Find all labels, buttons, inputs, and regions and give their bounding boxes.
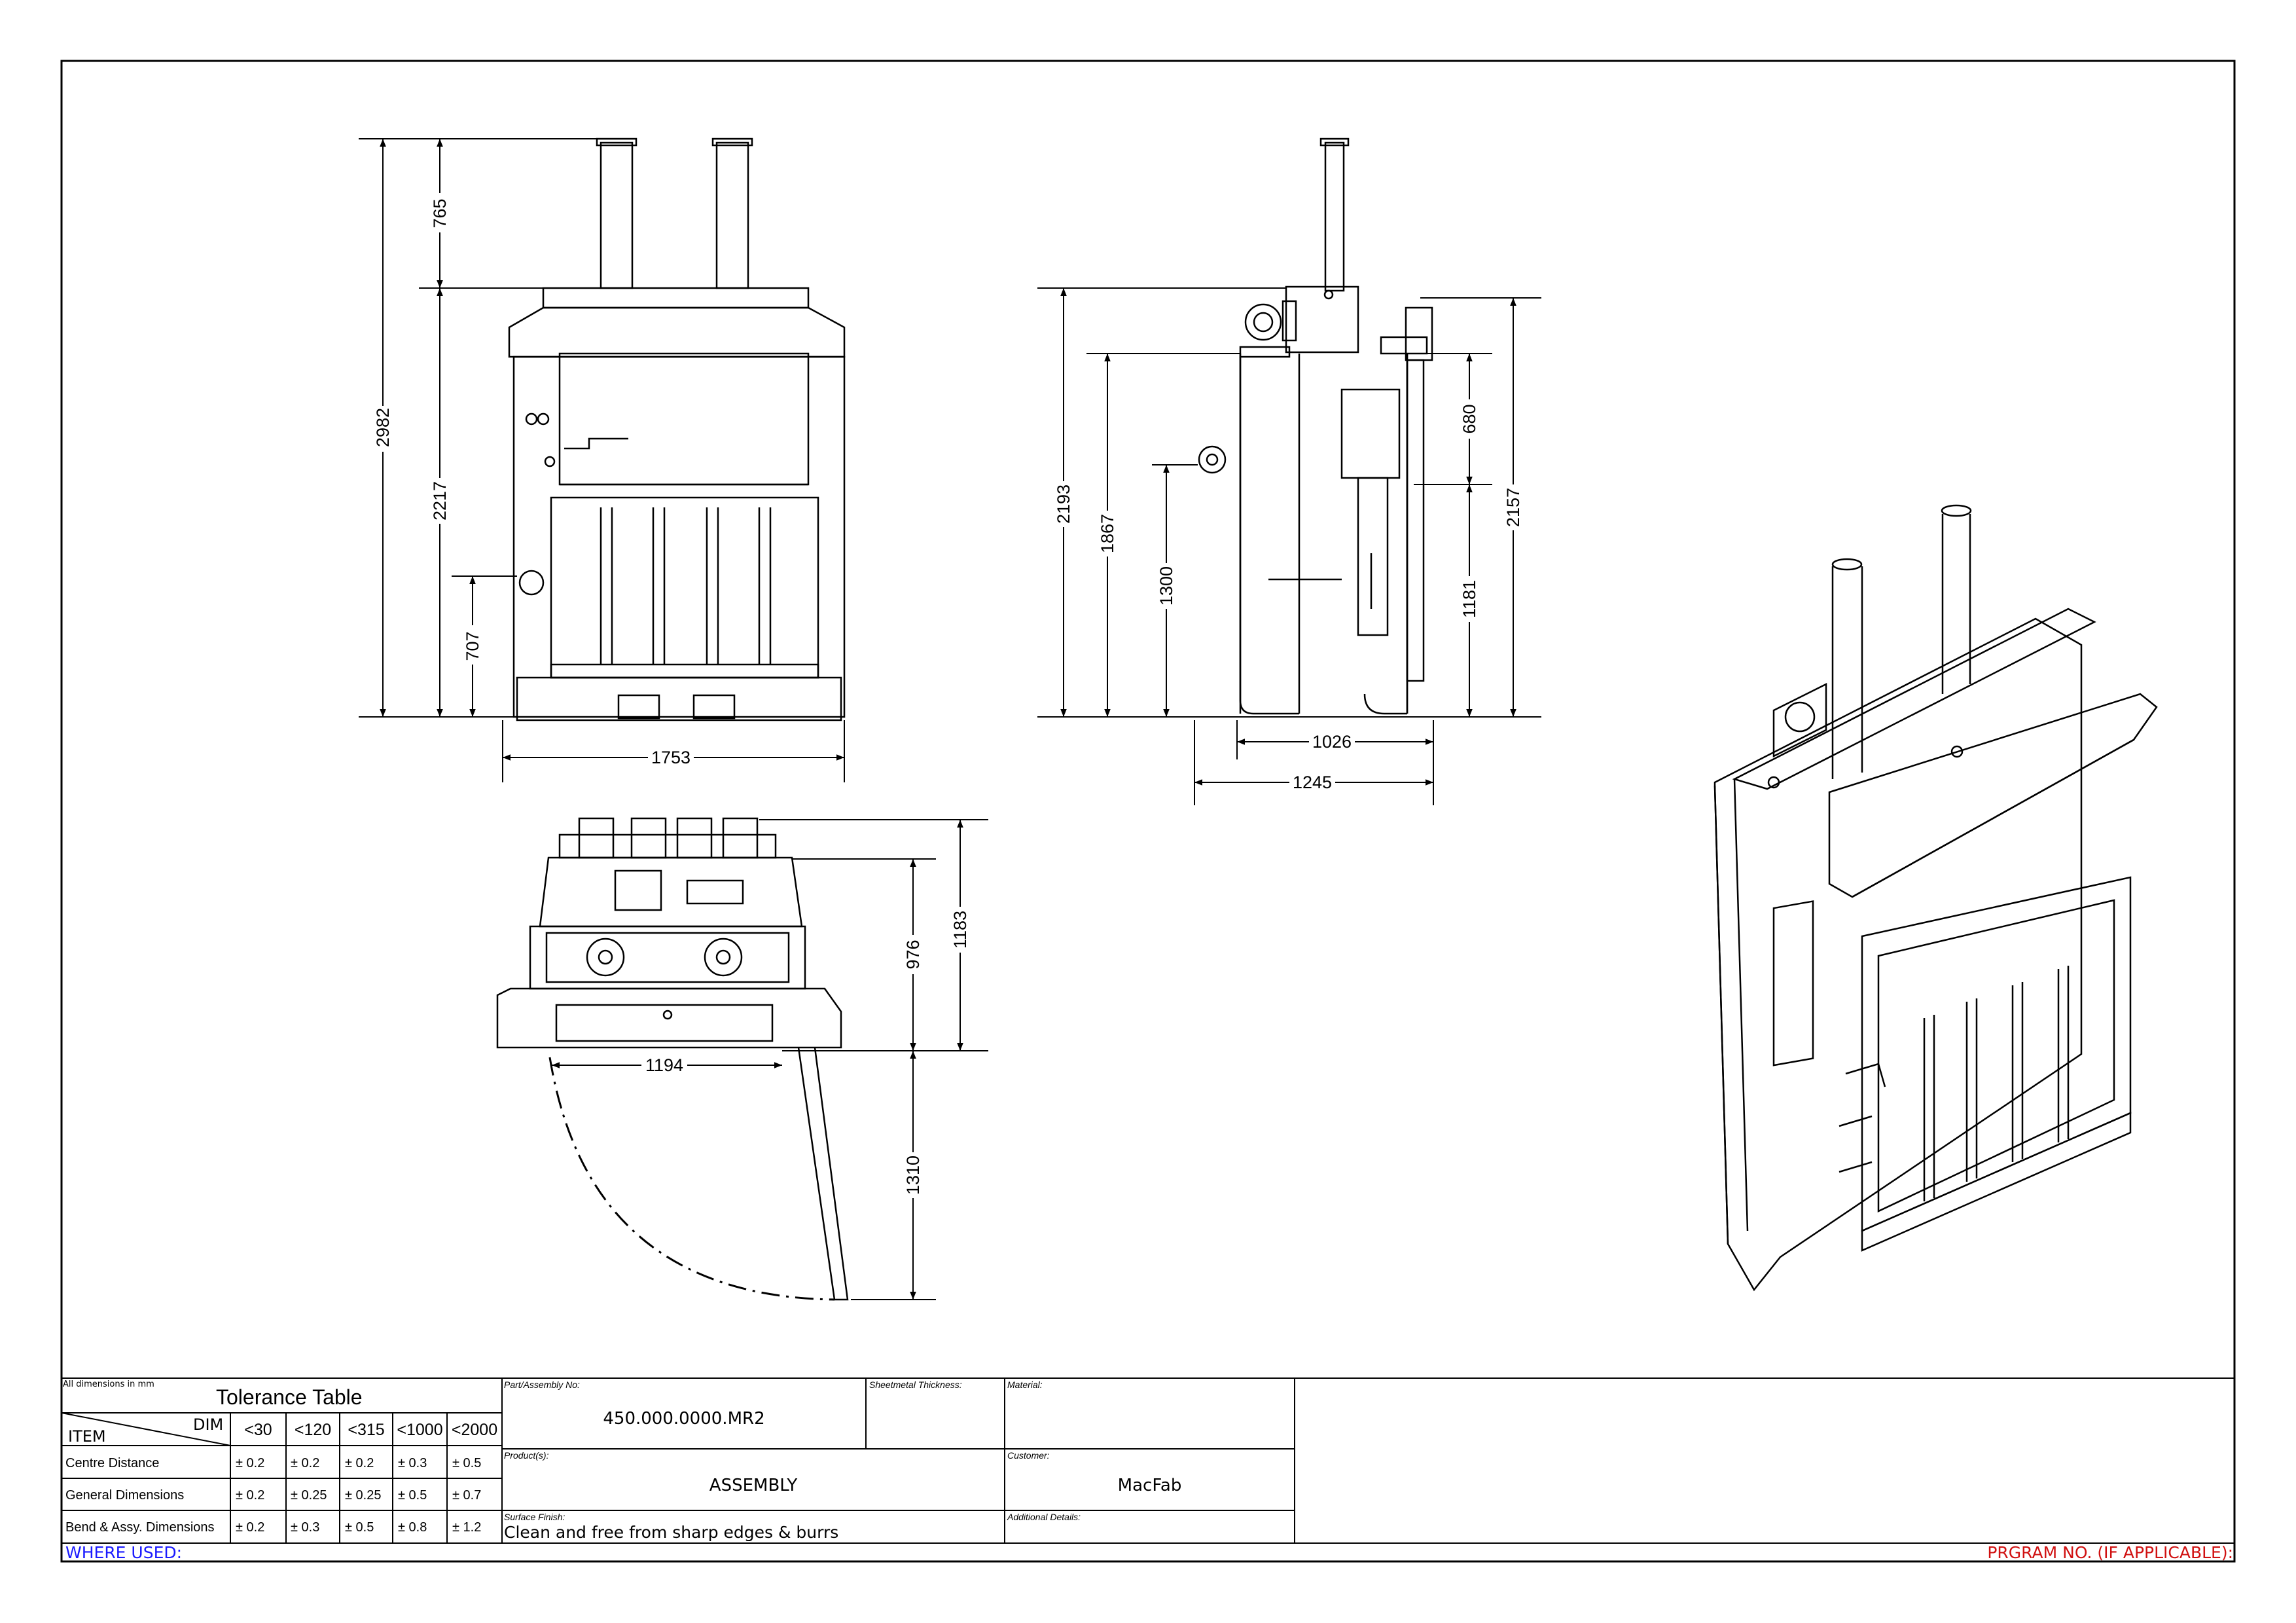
row-value: ± 0.5 — [452, 1456, 482, 1470]
dim-2217: 2217 — [430, 481, 450, 520]
dim-header: DIM — [193, 1415, 224, 1434]
row-value: ± 0.2 — [236, 1488, 265, 1503]
drawing-border — [60, 60, 2236, 1563]
door-swing-arc — [548, 1057, 835, 1301]
dim-2193: 2193 — [1054, 484, 1073, 524]
front-view-dim-labels: 765 2982 2217 707 1753 — [372, 193, 694, 767]
dim-1245: 1245 — [1293, 773, 1332, 792]
col-header: <30 — [244, 1421, 272, 1439]
units-note: All dimensions in mm — [63, 1379, 154, 1389]
dim-2982: 2982 — [373, 408, 393, 447]
row-value: ± 0.2 — [236, 1520, 265, 1535]
col-header: <2000 — [451, 1421, 498, 1439]
top-view — [496, 817, 849, 1301]
row-name: Bend & Assy. Dimensions — [65, 1520, 215, 1535]
dim-707: 707 — [463, 631, 482, 661]
title-block-grid — [61, 1377, 2234, 1544]
surface-finish-label: Surface Finish: — [504, 1512, 565, 1522]
dim-1753: 1753 — [651, 748, 691, 767]
row-value: ± 0.25 — [291, 1488, 327, 1503]
side-view-dim-labels: 2193 1867 1300 680 2157 1181 1026 1245 — [1052, 399, 1524, 792]
dim-2157: 2157 — [1503, 488, 1523, 527]
row-value: ± 0.25 — [345, 1488, 382, 1503]
surface-finish-value: Clean and free from sharp edges & burrs — [504, 1523, 839, 1542]
tolerance-table-title: Tolerance Table — [216, 1385, 363, 1409]
dim-765: 765 — [430, 198, 450, 228]
dim-1183: 1183 — [950, 911, 970, 949]
additional-details-label: Additional Details: — [1007, 1512, 1081, 1522]
dim-1181: 1181 — [1460, 580, 1479, 618]
row-value: ± 0.5 — [345, 1520, 374, 1535]
program-no-label: PRGRAM NO. (IF APPLICABLE): — [1987, 1543, 2233, 1562]
customer-value: MacFab — [1117, 1476, 1182, 1495]
dim-1310: 1310 — [903, 1156, 923, 1195]
row-value: ± 0.5 — [398, 1488, 427, 1503]
part-no-value: 450.000.0000.MR2 — [603, 1409, 765, 1429]
where-used-label: WHERE USED: — [65, 1543, 183, 1562]
top-view-dim-labels: 1183 976 1310 1194 — [641, 907, 971, 1198]
row-value: ± 0.7 — [452, 1488, 482, 1503]
row-name: General Dimensions — [65, 1488, 185, 1503]
dim-976: 976 — [903, 939, 923, 969]
top-view-dimensions — [552, 819, 988, 1300]
dim-680: 680 — [1460, 404, 1479, 433]
col-header: <120 — [294, 1421, 332, 1439]
col-header: <315 — [348, 1421, 385, 1439]
dim-1026: 1026 — [1312, 732, 1352, 752]
row-value: ± 0.2 — [291, 1456, 320, 1470]
dim-1194: 1194 — [645, 1055, 683, 1075]
row-value: ± 0.3 — [398, 1456, 427, 1470]
row-value: ± 1.2 — [452, 1520, 482, 1535]
row-name: Centre Distance — [65, 1456, 160, 1470]
dim-1300: 1300 — [1157, 566, 1176, 606]
row-value: ± 0.3 — [291, 1520, 320, 1535]
sheetmetal-label: Sheetmetal Thickness: — [869, 1379, 962, 1390]
side-view — [1198, 137, 1433, 715]
customer-label: Customer: — [1007, 1450, 1050, 1461]
row-value: ± 0.2 — [345, 1456, 374, 1470]
products-label: Product(s): — [504, 1450, 549, 1461]
material-label: Material: — [1007, 1379, 1043, 1390]
col-header: <1000 — [397, 1421, 443, 1439]
front-view — [508, 137, 846, 721]
isometric-view — [1713, 504, 2158, 1292]
products-value: ASSEMBLY — [709, 1476, 798, 1495]
item-header: ITEM — [68, 1427, 106, 1446]
dim-1867: 1867 — [1098, 514, 1117, 553]
row-value: ± 0.8 — [398, 1520, 427, 1535]
row-value: ± 0.2 — [236, 1456, 265, 1470]
part-no-label: Part/Assembly No: — [504, 1379, 580, 1390]
